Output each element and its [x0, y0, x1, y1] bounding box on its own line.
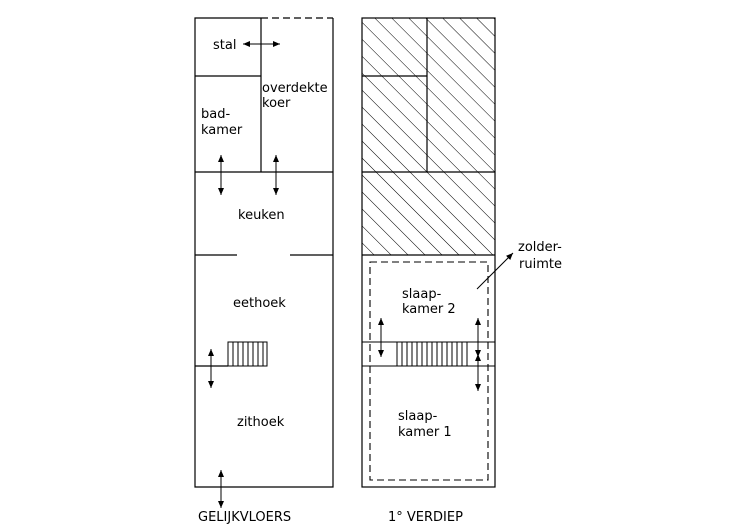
ground-floor-plan: stal overdekte koer bad- kamer keuken ee…	[194, 17, 334, 525]
label-overdekte-koer-line1: overdekte	[262, 81, 328, 96]
ground-floor-walls	[194, 17, 334, 488]
label-slaapkamer-1-line1: slaap-	[398, 409, 438, 424]
passage-arrows-ground	[208, 41, 280, 508]
label-slaapkamer-2-line2: kamer 2	[402, 302, 456, 317]
caption-1-verdiep: 1° VERDIEP	[388, 510, 463, 525]
label-slaapkamer-2-line1: slaap-	[402, 287, 442, 302]
label-zolderruimte-line2: ruimte	[519, 257, 562, 272]
attic-callout-arrow	[476, 252, 514, 290]
label-overdekte-koer-line2: koer	[262, 96, 291, 111]
hatched-area-top	[362, 18, 495, 255]
label-keuken: keuken	[238, 208, 285, 223]
ground-floor-staircase	[227, 341, 268, 367]
label-stal: stal	[213, 38, 236, 53]
label-slaapkamer-1-line2: kamer 1	[398, 425, 452, 440]
label-zithoek: zithoek	[237, 415, 285, 430]
label-badkamer-line2: kamer	[201, 123, 243, 138]
label-badkamer-line1: bad-	[201, 107, 230, 122]
first-floor-walls	[361, 17, 496, 488]
label-eethoek: eethoek	[233, 296, 286, 311]
caption-gelijkvloers: GELIJKVLOERS	[198, 510, 291, 525]
passage-arrows-first	[378, 318, 481, 391]
first-floor-staircase	[362, 341, 495, 367]
attic-outline	[369, 261, 489, 481]
label-zolderruimte-line1: zolder-	[518, 240, 562, 255]
first-floor-plan: slaap- kamer 2 slaap- kamer 1 zolder- ru…	[361, 17, 562, 525]
